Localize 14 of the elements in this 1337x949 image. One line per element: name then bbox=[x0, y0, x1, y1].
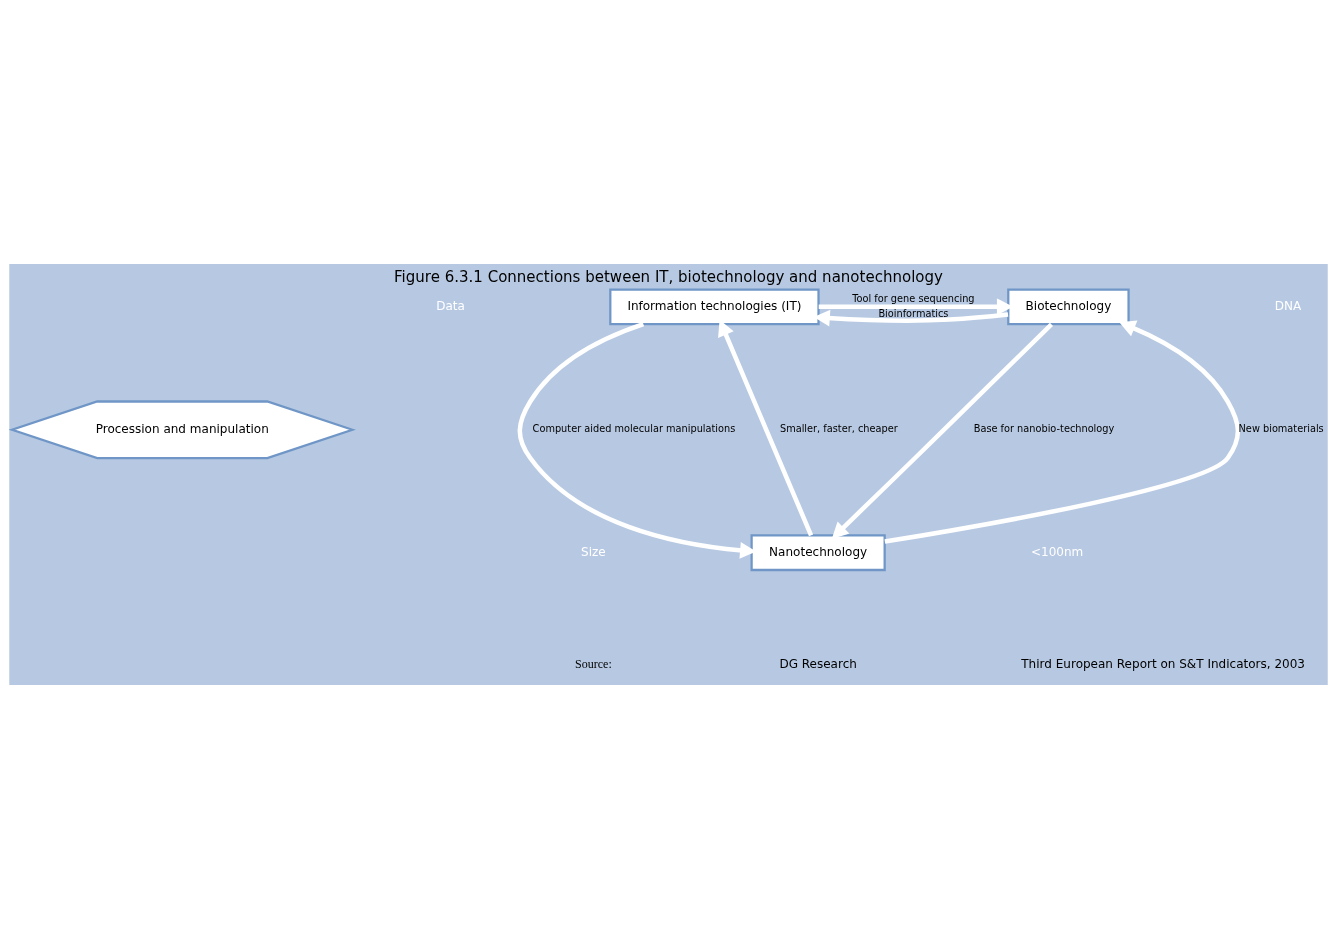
label: <100nm bbox=[1030, 544, 1084, 559]
edge-label: Smaller, faster, cheaper bbox=[779, 423, 898, 435]
diagram-title: Figure 6.3.1 Connections between IT, biotechnology and nanotechnology bbox=[394, 268, 943, 287]
label: Size bbox=[581, 544, 606, 559]
label: Source: bbox=[575, 656, 612, 671]
label: DNA bbox=[1274, 298, 1302, 313]
edge-label: Tool for gene sequencing bbox=[852, 292, 975, 304]
edge-label: Base for nanobio-technology bbox=[973, 423, 1115, 435]
label: DG Research bbox=[779, 656, 857, 671]
edge-label: New biomaterials bbox=[1238, 423, 1324, 435]
edge-label: Bioinformatics bbox=[878, 307, 949, 319]
label: Third European Report on S&T Indicators, 2003 bbox=[1021, 656, 1305, 671]
label: Data bbox=[436, 298, 465, 313]
edge-label: Computer aided molecular manipulations bbox=[532, 423, 736, 435]
